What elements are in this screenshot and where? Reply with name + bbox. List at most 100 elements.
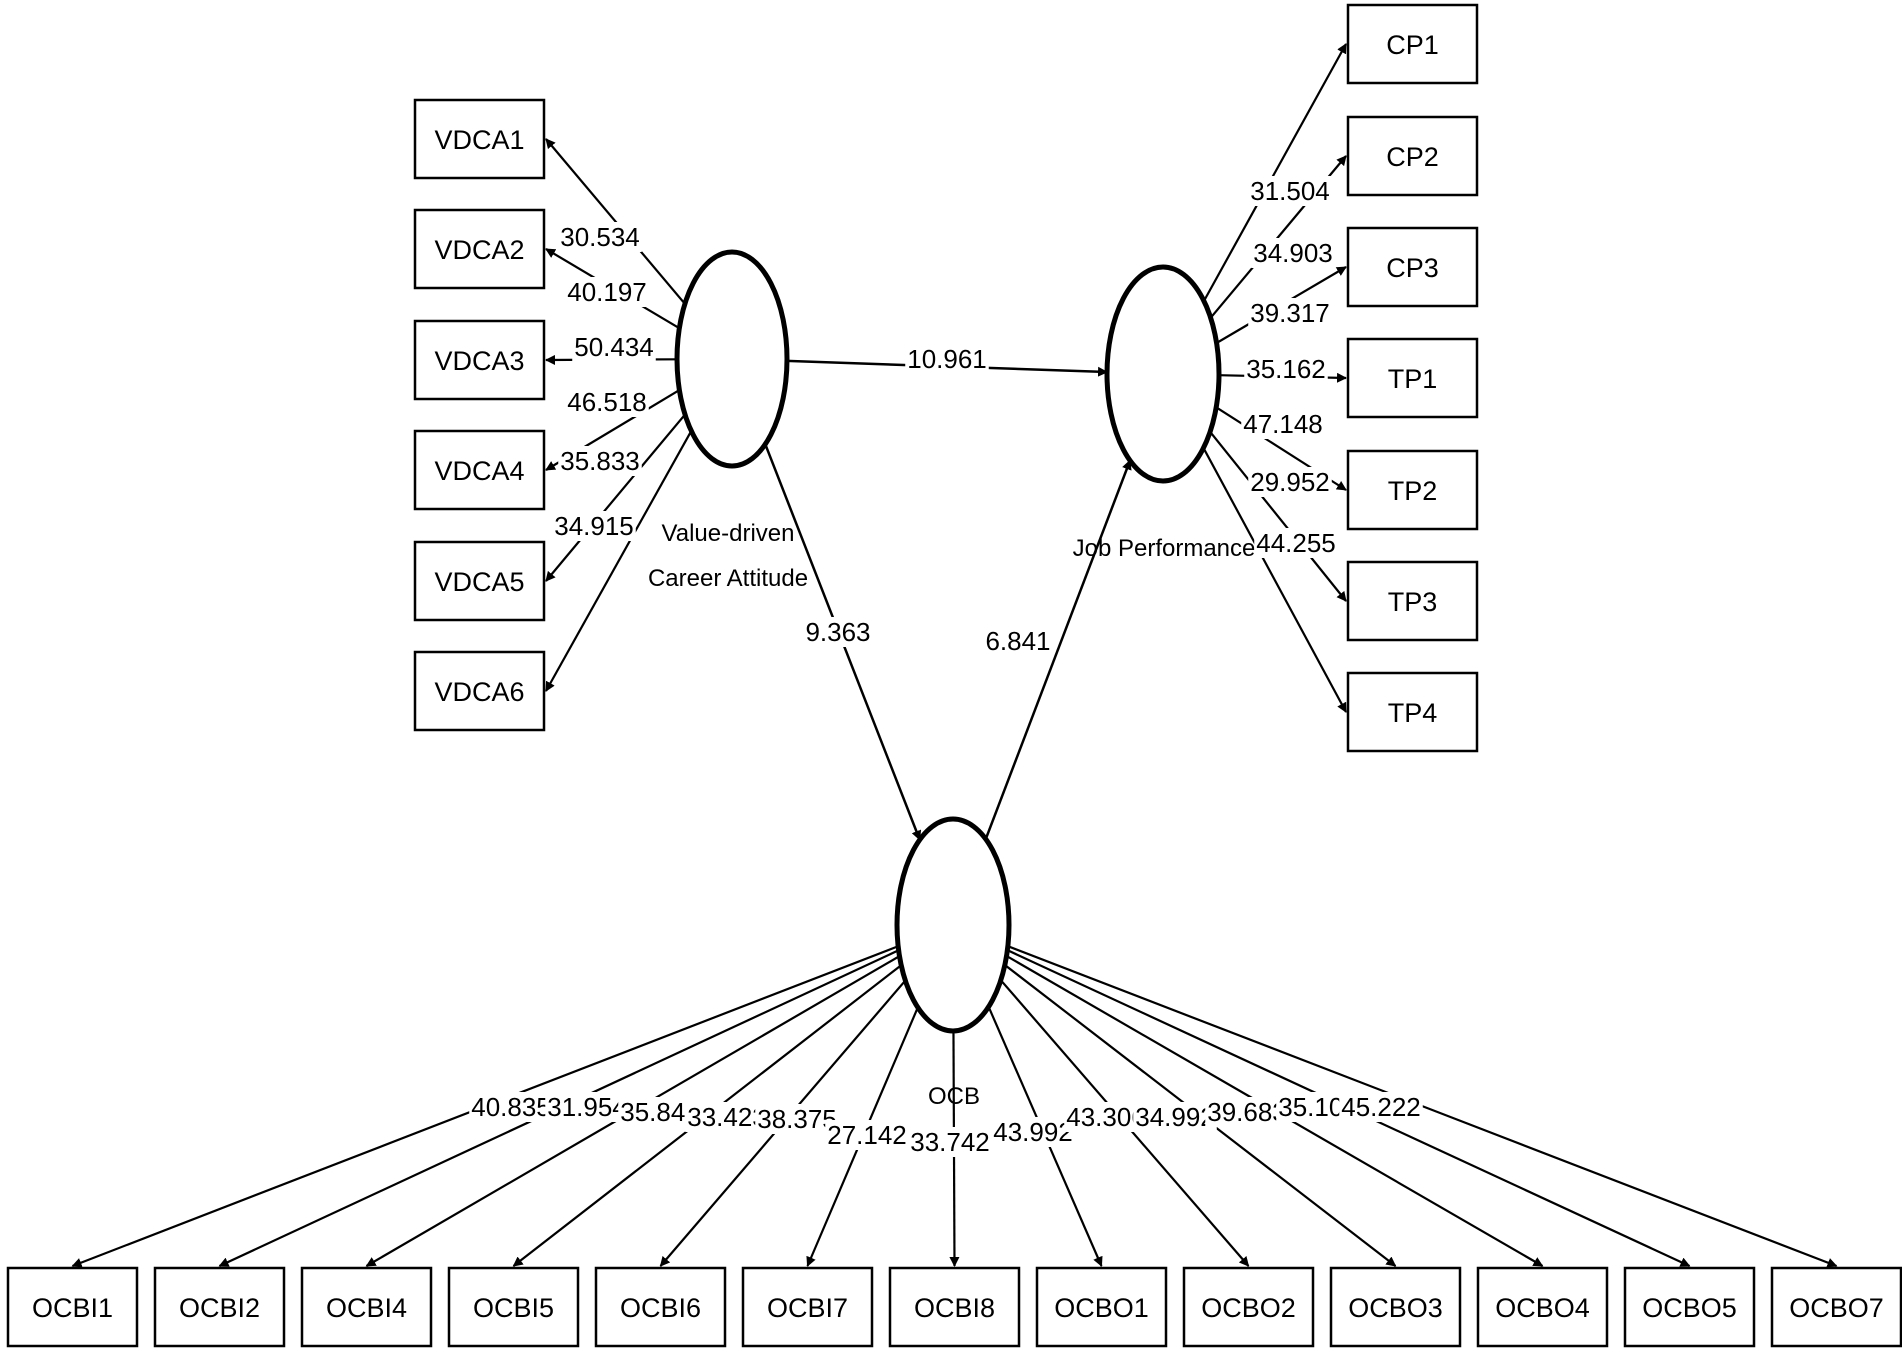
coef-label-background: [991, 1117, 1075, 1147]
coef-label-background: [1248, 467, 1332, 497]
coef-label-background: [1254, 528, 1338, 558]
indicator-label: OCBI6: [620, 1293, 701, 1323]
indicator-box-vdca6: [413, 650, 546, 732]
indicator-box-vdca4: [413, 429, 546, 511]
loading-value: 27.142: [827, 1120, 907, 1150]
loading-value: 29.952: [1250, 467, 1330, 497]
indicator-box-ocbi2: [153, 1266, 286, 1348]
indicator-box-ocbo7: [1770, 1266, 1902, 1348]
indicator-label: VDCA2: [434, 235, 524, 265]
indicator-label: VDCA1: [434, 125, 524, 155]
coef-label-background: [572, 332, 656, 362]
coef-label-background: [1251, 238, 1335, 268]
path-coefficient: 9.363: [805, 617, 870, 647]
coef-label-background: [565, 387, 649, 417]
loading-arrow: [545, 413, 686, 582]
indicator-label: OCBI5: [473, 1293, 554, 1323]
indicator-box-tp2: [1346, 449, 1479, 531]
indicator-box-ocbi6: [594, 1266, 727, 1348]
indicator-label: OCBO5: [1642, 1293, 1737, 1323]
indicator-box-tp4: [1346, 671, 1479, 753]
indicator-label: OCBO1: [1054, 1293, 1149, 1323]
loading-value: 34.915: [554, 511, 634, 541]
indicator-label: VDCA3: [434, 346, 524, 376]
loading-value: 46.518: [567, 387, 647, 417]
loading-value: 39.683: [1207, 1097, 1287, 1127]
coef-label-background: [1244, 354, 1328, 384]
indicator-box-ocbi1: [6, 1266, 139, 1348]
indicator-label: OCBI7: [767, 1293, 848, 1323]
path-arrow-ocb-jp: [984, 459, 1132, 840]
indicator-label: CP1: [1386, 30, 1439, 60]
loading-value: 35.162: [1246, 354, 1326, 384]
construct-shapes: VDCA1VDCA2VDCA3VDCA4VDCA5VDCA6CP1CP2CP3T…: [6, 3, 1902, 1348]
indicator-box-tp1: [1346, 337, 1479, 419]
path-coefficient: 6.841: [985, 626, 1050, 656]
loading-arrow: [545, 430, 693, 692]
indicator-box-ocbo2: [1182, 1266, 1315, 1348]
indicator-box-ocbi4: [300, 1266, 433, 1348]
latent-label-vdca: Career Attitude: [648, 565, 808, 592]
loading-arrow: [1202, 447, 1347, 713]
indicator-label: OCBO3: [1348, 1293, 1443, 1323]
loading-arrow: [1209, 431, 1347, 602]
latent-label-vdca: Value-driven: [662, 520, 795, 547]
loading-value: 31.504: [1250, 176, 1330, 206]
coef-label-background: [1133, 1102, 1217, 1132]
indicator-box-ocbi8: [888, 1266, 1021, 1348]
indicator-label: CP2: [1386, 142, 1439, 172]
indicator-label: VDCA6: [434, 677, 524, 707]
indicator-label: TP4: [1388, 698, 1438, 728]
loading-value: 33.742: [910, 1127, 990, 1157]
indicator-label: VDCA5: [434, 567, 524, 597]
path-coefficient: 10.961: [907, 344, 987, 374]
loading-arrow: [545, 138, 686, 305]
indicator-box-ocbo1: [1035, 1266, 1168, 1348]
indicator-box-ocbo4: [1476, 1266, 1609, 1348]
indicator-label: OCBO4: [1495, 1293, 1590, 1323]
loading-value: 34.992: [1135, 1102, 1215, 1132]
loading-value: 45.222: [1341, 1092, 1421, 1122]
coef-label-background: [1241, 409, 1325, 439]
indicator-box-vdca5: [413, 540, 546, 622]
loading-value: 33.423: [687, 1102, 767, 1132]
coef-label-background: [905, 344, 989, 374]
indicator-box-tp3: [1346, 560, 1479, 642]
coef-label-background: [825, 1120, 909, 1150]
coef-label-background: [1248, 298, 1332, 328]
indicator-box-vdca1: [413, 98, 546, 180]
loading-value: 31.954: [547, 1092, 627, 1122]
coef-label-background: [908, 1127, 992, 1157]
indicator-label: OCBI4: [326, 1293, 407, 1323]
latent-construct-vdca: [674, 249, 790, 469]
loading-value: 39.317: [1250, 298, 1330, 328]
indicator-label: TP1: [1388, 364, 1438, 394]
loading-value: 35.833: [560, 446, 640, 476]
coef-label-background: [558, 222, 642, 252]
coef-label-background: [558, 446, 642, 476]
coef-label-background: [1248, 176, 1332, 206]
loading-value: 50.434: [574, 332, 654, 362]
coef-label-background: [545, 1092, 629, 1122]
indicator-box-cp2: [1346, 115, 1479, 197]
coef-label-background: [1339, 1092, 1423, 1122]
indicator-label: OCBI2: [179, 1293, 260, 1323]
coef-label-background: [565, 277, 649, 307]
indicator-label: TP3: [1388, 587, 1438, 617]
indicator-box-ocbo3: [1329, 1266, 1462, 1348]
loading-value: 47.148: [1243, 409, 1323, 439]
coef-label-background: [469, 1092, 553, 1122]
loading-value: 44.255: [1256, 528, 1336, 558]
indicator-label: OCBO7: [1789, 1293, 1884, 1323]
coef-label-background: [755, 1104, 839, 1134]
loading-value: 40.835: [471, 1092, 551, 1122]
indicator-label: OCBI1: [32, 1293, 113, 1323]
indicator-label: TP2: [1388, 476, 1438, 506]
indicator-label: VDCA4: [434, 456, 524, 486]
indicator-label: OCBO2: [1201, 1293, 1296, 1323]
loading-value: 38.375: [757, 1104, 837, 1134]
loading-value: 34.903: [1253, 238, 1333, 268]
loading-value: 43.992: [993, 1117, 1073, 1147]
loading-value: 40.197: [567, 277, 647, 307]
